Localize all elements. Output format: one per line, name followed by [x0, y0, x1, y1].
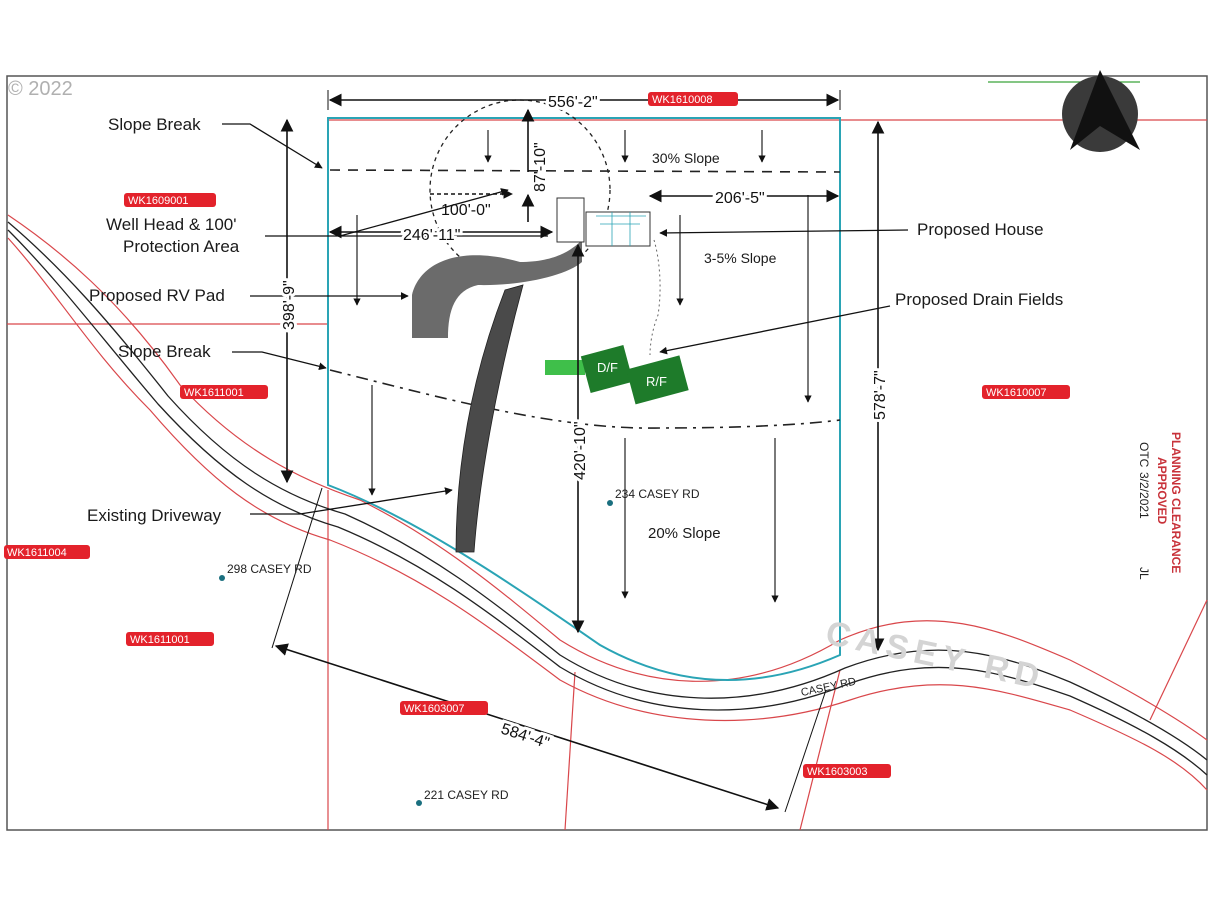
existing-driveway-label: Existing Driveway: [87, 506, 222, 525]
svg-text:JL: JL: [1137, 567, 1151, 580]
rv-pad-label: Proposed RV Pad: [89, 286, 225, 305]
svg-text:WK1603007: WK1603007: [404, 703, 465, 715]
existing-driveway: [455, 284, 524, 553]
tax-lot-label: WK1611004: [4, 545, 90, 559]
svg-text:221 CASEY RD: 221 CASEY RD: [424, 788, 509, 802]
slope-arrows: [353, 130, 812, 603]
leader-lines: [222, 123, 909, 515]
tax-lot-label: WK1611001: [180, 385, 268, 399]
well-head-label-2: Protection Area: [123, 237, 240, 256]
dim-house-east: 206'-5": [715, 190, 765, 207]
planning-clearance-stamp: PLANNING CLEARANCE APPROVED OTC 3/2/2021…: [1137, 432, 1183, 580]
address-point: 298 CASEY RD: [219, 562, 312, 581]
proposed-house-label: Proposed House: [917, 220, 1044, 239]
dim-top-width: 556'-2": [548, 94, 598, 111]
svg-text:WK1610008: WK1610008: [652, 94, 713, 106]
svg-text:PLANNING CLEARANCE: PLANNING CLEARANCE: [1169, 432, 1183, 573]
proposed-house: [556, 197, 651, 247]
drain-line: [649, 239, 661, 356]
dim-house-depth: 420'-10": [572, 421, 589, 480]
drain-field-rf: R/F: [626, 355, 689, 405]
slope-break-top-label: Slope Break: [108, 115, 201, 134]
svg-text:OTC: OTC: [1137, 442, 1151, 468]
north-arrow-icon: [1062, 70, 1140, 152]
svg-text:WK1603003: WK1603003: [807, 766, 868, 778]
dim-well-horiz: 100'-0": [441, 202, 491, 219]
slope-break-line-mid: [329, 369, 841, 429]
dim-east-depth: 578'-7": [872, 370, 889, 420]
svg-text:WK1609001: WK1609001: [128, 195, 189, 207]
slope-3-5-label: 3-5% Slope: [704, 250, 777, 266]
svg-text:234 CASEY RD: 234 CASEY RD: [615, 487, 700, 501]
drain-field-df: D/F: [545, 344, 634, 394]
slope-30-label: 30% Slope: [652, 150, 720, 166]
dim-west-depth: 398'-9": [281, 280, 298, 330]
dim-frontage: 584'-4": [499, 721, 551, 753]
tax-lot-label: WK1610008: [648, 92, 738, 106]
rf-label: R/F: [646, 374, 667, 389]
df-label: D/F: [597, 360, 618, 375]
road-name-small: CASEY RD: [800, 676, 857, 699]
copyright-text: © 2022: [8, 78, 73, 100]
rv-pad: [412, 240, 582, 338]
map-frame: [6, 75, 1208, 831]
address-point: 234 CASEY RD: [607, 487, 700, 506]
tax-lot-label: WK1609001: [124, 193, 216, 207]
svg-text:WK1610007: WK1610007: [986, 387, 1047, 399]
svg-text:WK1611001: WK1611001: [184, 387, 244, 399]
well-head-label-1: Well Head & 100': [106, 215, 237, 234]
tax-lot-label: WK1611001: [126, 632, 214, 646]
address-point: 221 CASEY RD: [416, 788, 509, 806]
dimension-lines: [271, 90, 885, 813]
drain-fields-label: Proposed Drain Fields: [895, 290, 1063, 309]
tax-lot-label: WK1603007: [400, 701, 488, 715]
tax-lot-label: WK1610007: [982, 385, 1070, 399]
tax-lot-label: WK1603003: [803, 764, 891, 778]
slope-20-label: 20% Slope: [648, 525, 721, 542]
slope-break-line-top: [329, 169, 841, 173]
svg-text:WK1611001: WK1611001: [130, 634, 190, 646]
svg-text:298 CASEY RD: 298 CASEY RD: [227, 562, 312, 576]
svg-text:WK1611004: WK1611004: [7, 547, 67, 559]
slope-break-mid-label: Slope Break: [118, 342, 211, 361]
svg-text:3/2/2021: 3/2/2021: [1137, 472, 1151, 519]
dim-house-west: 246'-11": [403, 227, 460, 244]
svg-text:APPROVED: APPROVED: [1155, 457, 1169, 525]
dim-well-vert: 87'-10": [532, 142, 549, 192]
well-protection-circle: [429, 99, 611, 281]
